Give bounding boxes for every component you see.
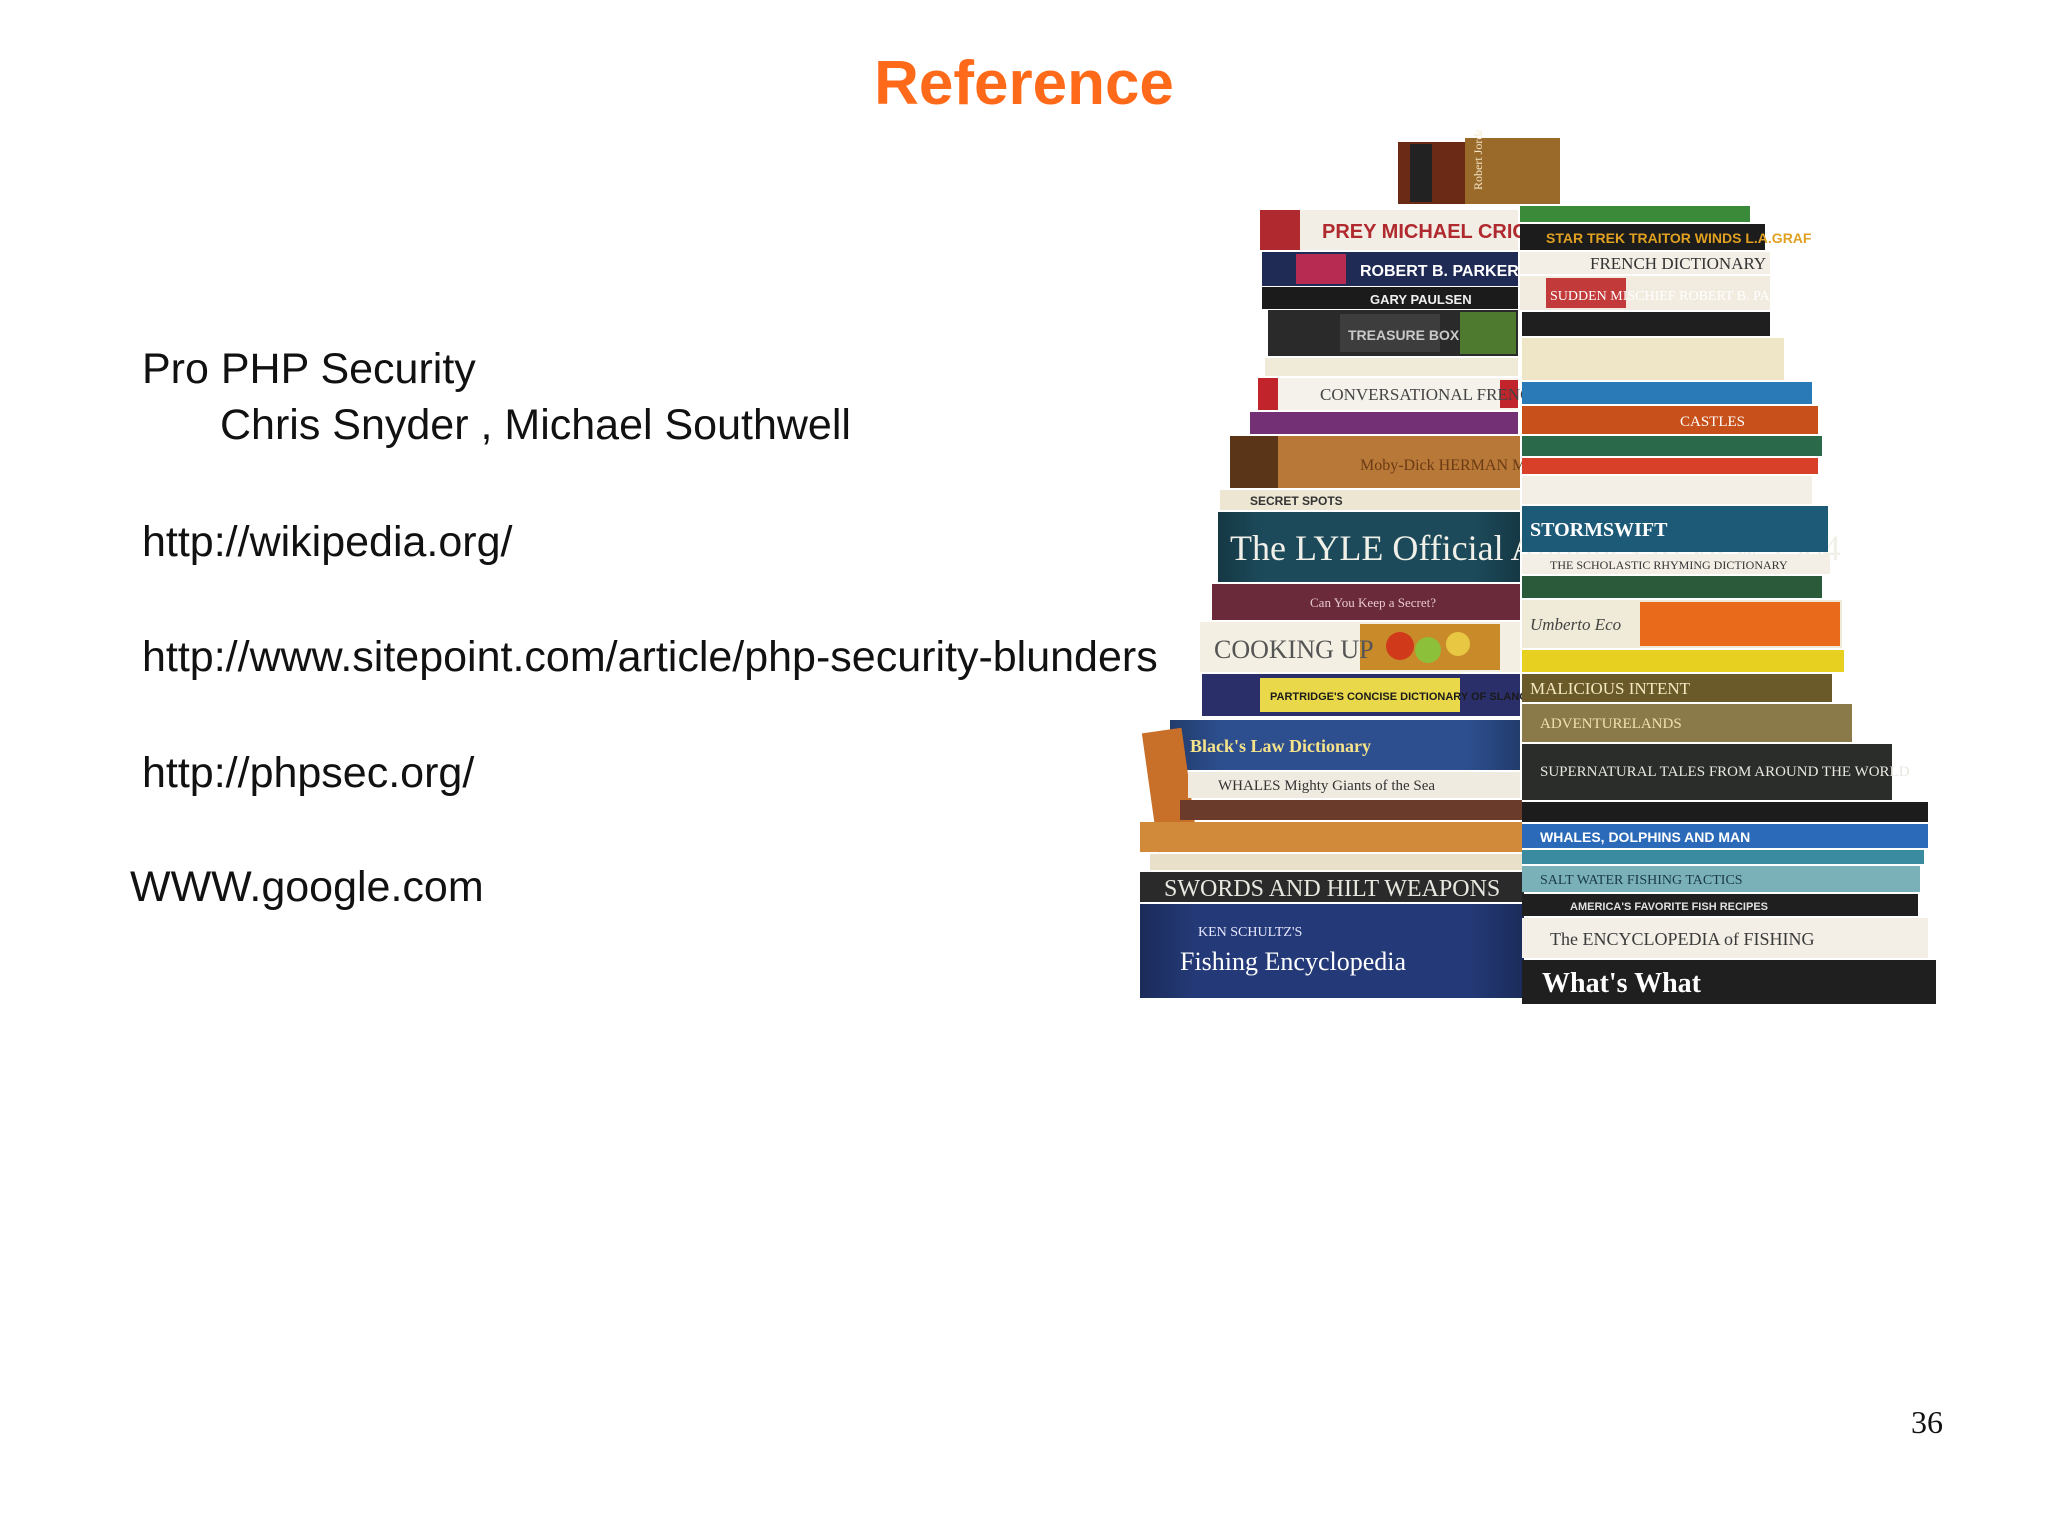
- spine-text: ROBERT B. PARKER: [1360, 263, 1519, 280]
- spine-text: Fishing Encyclopedia: [1180, 947, 1406, 976]
- spine-text: SALT WATER FISHING TACTICS: [1540, 873, 1743, 888]
- spine-text: The ENCYCLOPEDIA of FISHING: [1550, 929, 1815, 949]
- spine-text: AMERICA'S FAVORITE FISH RECIPES: [1570, 901, 1768, 913]
- spine-text: STORMSWIFT: [1530, 519, 1668, 541]
- book-top: Robert Jordan: [1398, 122, 1560, 204]
- reference-book-authors: Chris Snyder , Michael Southwell: [220, 401, 851, 449]
- spine-text: CONVERSATIONAL FRENCH: [1320, 385, 1544, 404]
- spine-text: Can You Keep a Secret?: [1310, 595, 1436, 610]
- reference-link-wikipedia[interactable]: http://wikipedia.org/: [142, 518, 513, 566]
- spine-text: PREY MICHAEL CRICHTON: [1322, 221, 1583, 243]
- books-illustration: Robert Jordan PREY MICHAEL CRICHTON ROBE…: [1140, 122, 1936, 1004]
- spine-text: TREASURE BOX: [1348, 327, 1460, 343]
- left-stack: PREY MICHAEL CRICHTON ROBERT B. PARKER G…: [1140, 210, 1841, 998]
- reference-link-sitepoint[interactable]: http://www.sitepoint.com/article/php-sec…: [142, 633, 1158, 681]
- spine-text: SUPERNATURAL TALES FROM AROUND THE WORLD: [1540, 764, 1910, 780]
- spine-text: Robert Jordan: [1471, 130, 1485, 190]
- spine-text: COOKING UP: [1214, 635, 1374, 664]
- reference-link-phpsec[interactable]: http://phpsec.org/: [142, 749, 475, 797]
- spine-text: THE SCHOLASTIC RHYMING DICTIONARY: [1550, 558, 1788, 572]
- spine-text: WHALES Mighty Giants of the Sea: [1218, 778, 1435, 794]
- spine-text: FRENCH DICTIONARY: [1590, 254, 1766, 273]
- spine-text: CASTLES: [1680, 414, 1745, 430]
- spine-text: SUDDEN MISCHIEF ROBERT B. PARKER: [1550, 289, 1808, 304]
- spine-text: WHALES, DOLPHINS AND MAN: [1540, 829, 1750, 845]
- reference-link-google[interactable]: WWW.google.com: [130, 863, 484, 911]
- slide-title: Reference: [874, 49, 1174, 118]
- page-number: 36: [1911, 1404, 1943, 1440]
- reference-book-title: Pro PHP Security: [142, 345, 476, 393]
- spine-text: STAR TREK TRAITOR WINDS L.A.GRAF: [1546, 230, 1812, 246]
- stack-of-books-photo: Robert Jordan PREY MICHAEL CRICHTON ROBE…: [1110, 122, 1970, 1010]
- spine-text: What's What: [1542, 968, 1702, 999]
- right-stack: STAR TREK TRAITOR WINDS L.A.GRAF FRENCH …: [1520, 206, 1936, 1004]
- spine-text: KEN SCHULTZ'S: [1198, 925, 1302, 940]
- spine-text: SECRET SPOTS: [1250, 494, 1343, 508]
- spine-text: Black's Law Dictionary: [1190, 736, 1371, 756]
- spine-text: ADVENTURELANDS: [1540, 716, 1682, 732]
- spine-text: SWORDS AND HILT WEAPONS: [1164, 876, 1500, 902]
- spine-text: MALICIOUS INTENT: [1530, 679, 1691, 698]
- spine-text: Umberto Eco: [1530, 615, 1621, 634]
- spine-text: GARY PAULSEN: [1370, 292, 1472, 307]
